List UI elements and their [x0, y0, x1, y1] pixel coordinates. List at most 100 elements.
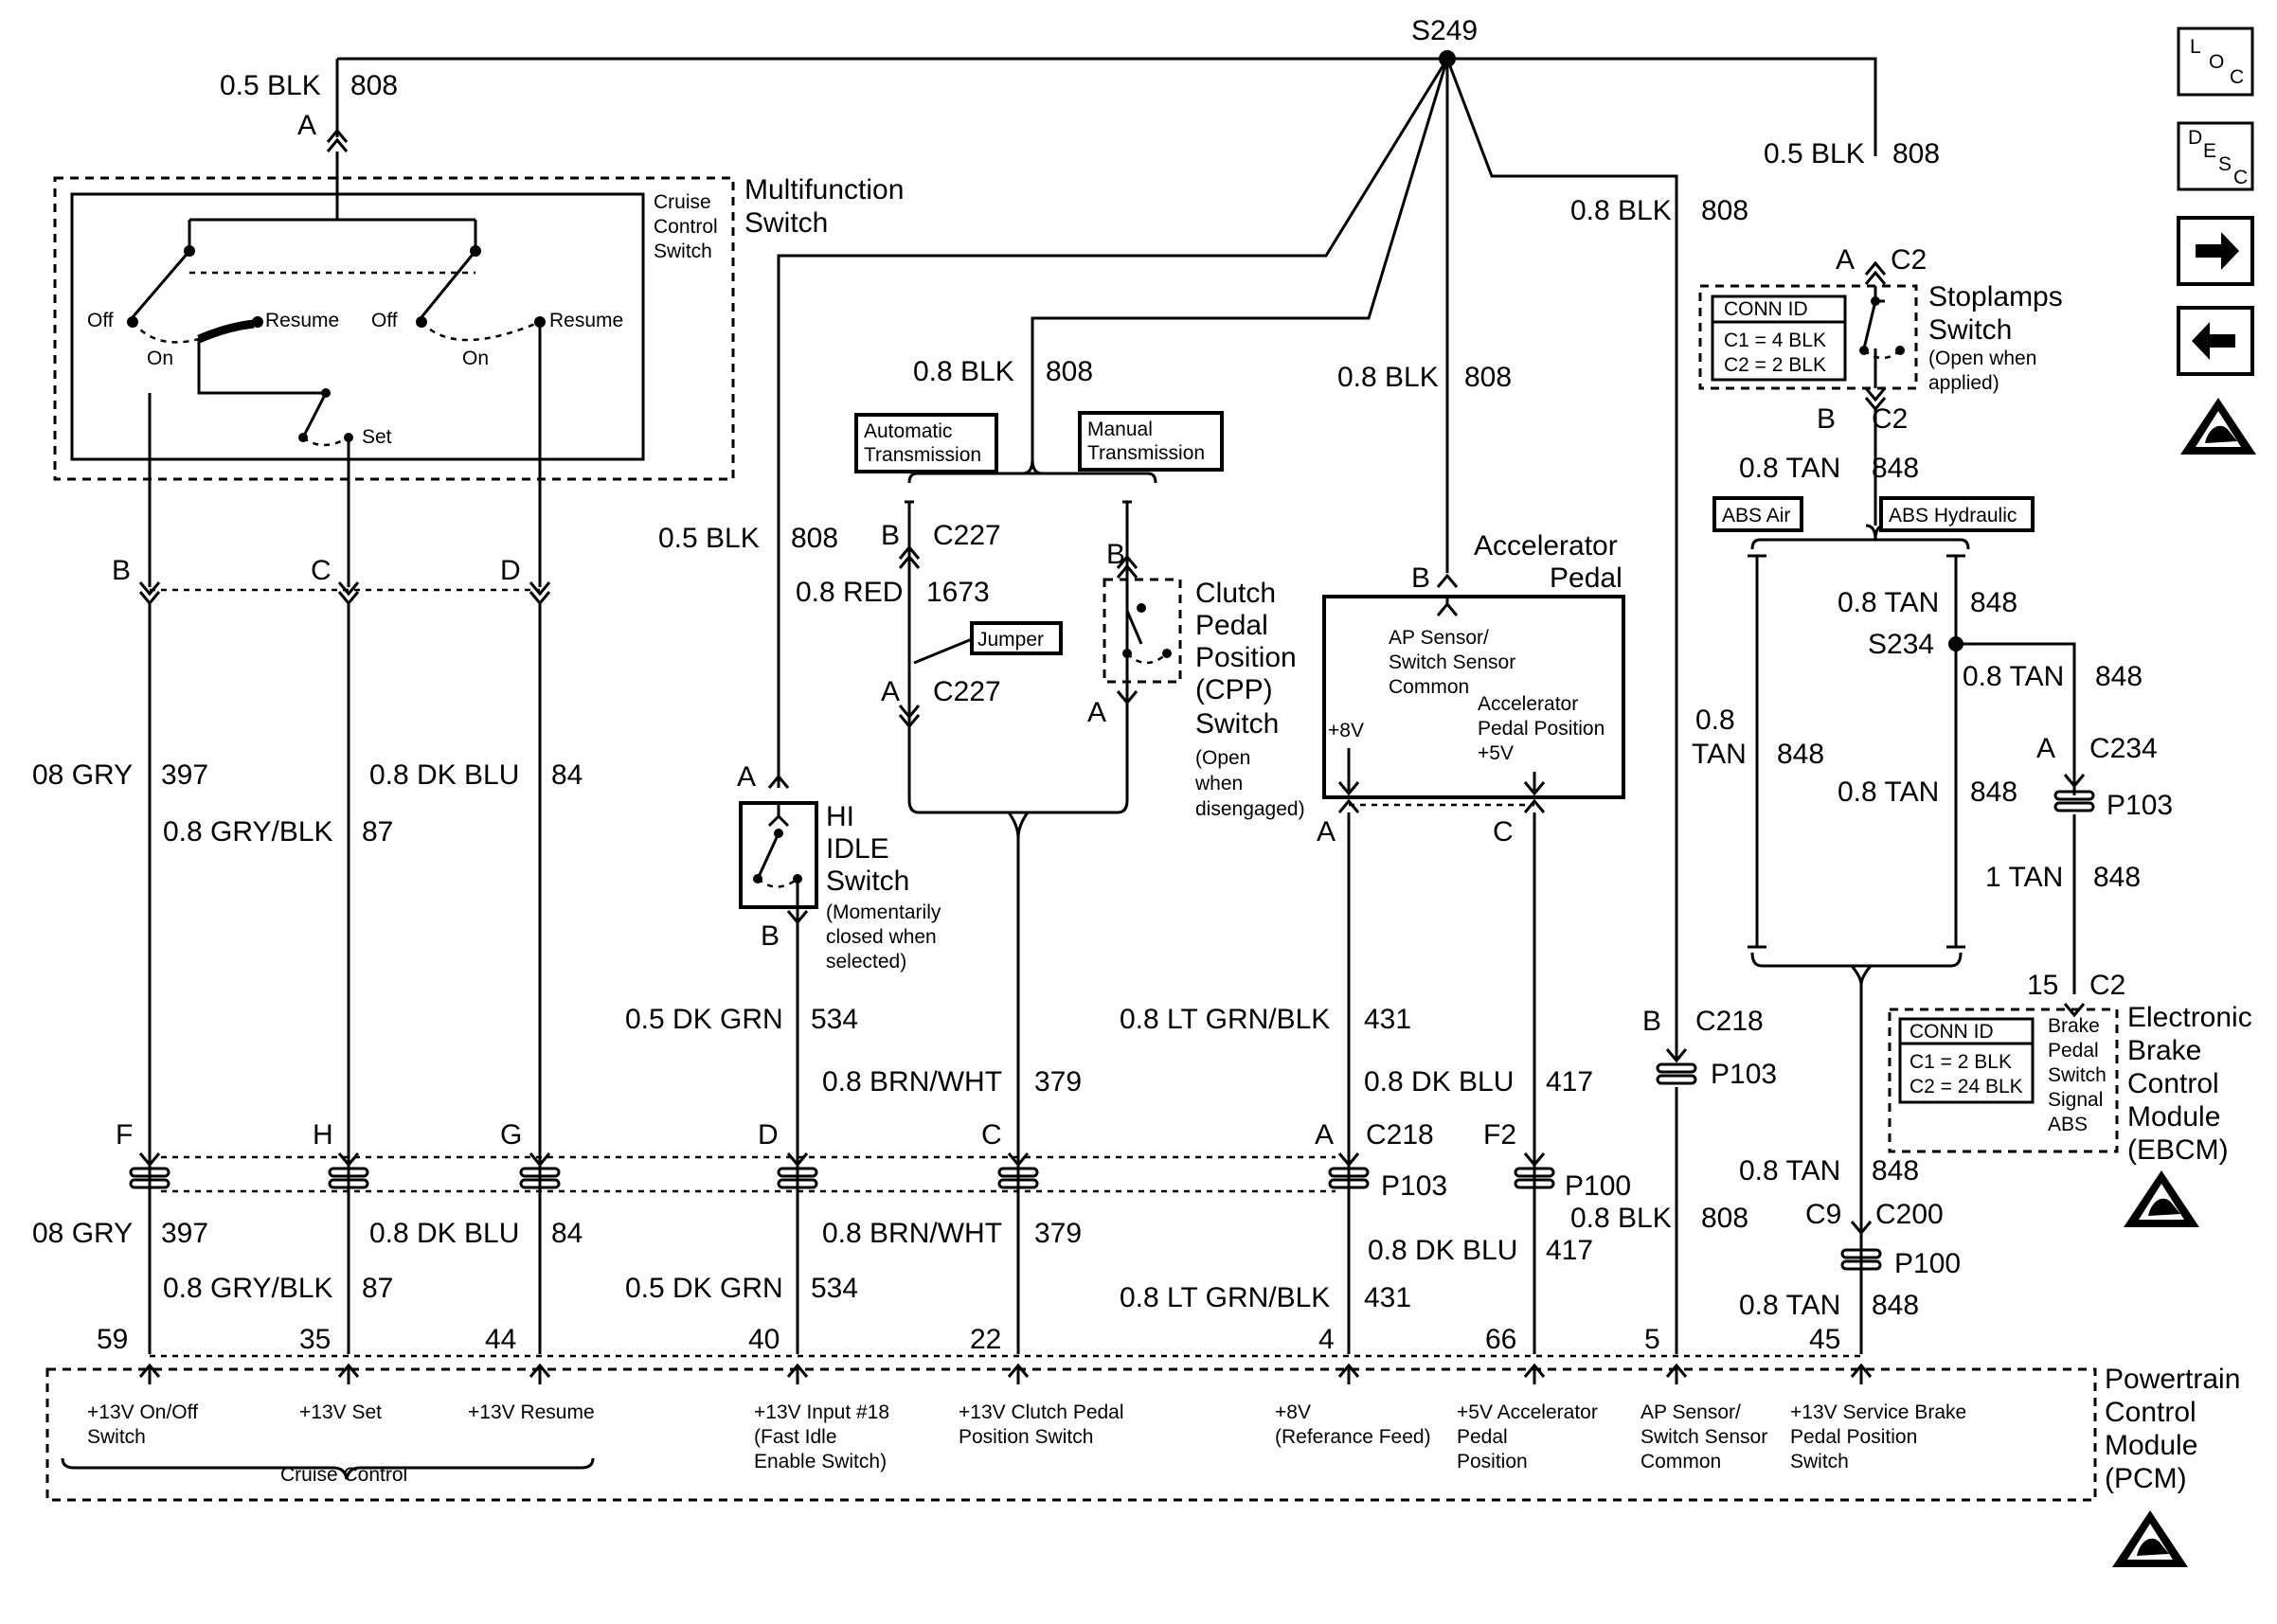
pcm-in-66-1: +5V Accelerator	[1457, 1401, 1598, 1423]
wire-848-abs-right-mid-c: 848	[1970, 776, 2017, 808]
loc-letter-o: O	[2209, 51, 2224, 73]
wire-87-circuit-top: 87	[362, 816, 393, 848]
wire-808-gauge-trans: 0.8 BLK	[913, 356, 1014, 387]
pcm-in-45-3: Switch	[1790, 1451, 1849, 1472]
pcm-in-45-2: Pedal Position	[1790, 1426, 1917, 1448]
prev-arrow-icon[interactable]	[2177, 306, 2254, 376]
wire-534-circuit-bot: 534	[811, 1273, 858, 1304]
pcm-in-40-2: (Fast Idle	[754, 1426, 837, 1448]
wire-808-gauge-hiidle: 0.5 BLK	[658, 523, 760, 554]
wire-848-pcm-c: 848	[1872, 1290, 1919, 1321]
pcm-in-22-2: Position Switch	[959, 1426, 1093, 1448]
wire-848-ebcm-out-g: 0.8 TAN	[1739, 1155, 1840, 1187]
c234-label: C234	[2089, 733, 2158, 764]
ebcm-sig-5: ABS	[2048, 1114, 2088, 1135]
abs-air-box	[1712, 496, 1803, 532]
wire-84-circuit-top: 84	[551, 759, 583, 791]
wire-848-ebcm-in-g: 1 TAN	[1985, 862, 2063, 893]
multifunction-title-1: Multifunction	[744, 174, 904, 205]
stoplamp-c2: C2 = 2 BLK	[1724, 354, 1826, 376]
switch-resume-2: Resume	[549, 310, 623, 331]
cpp-title-2: Pedal	[1195, 610, 1268, 641]
wire-1673-circuit: 1673	[926, 577, 990, 608]
pcm-in-5-2: Switch Sensor	[1641, 1426, 1767, 1448]
f2-label: F2	[1483, 1119, 1516, 1151]
ebcm-title-5: (EBCM)	[2127, 1134, 2229, 1166]
multifunction-title-2: Switch	[744, 207, 828, 239]
ebcm-title-1: Electronic	[2127, 1002, 2252, 1033]
stoplamp-title-1: Stoplamps	[1928, 281, 2063, 312]
cruise-switch-label-1: Cruise	[654, 191, 711, 213]
auto-trans-label-2: Transmission	[864, 444, 981, 466]
esd-warning-icon	[2180, 398, 2256, 455]
accel-pin-b: B	[1411, 562, 1430, 594]
cpp-bot-pin: A	[1087, 697, 1106, 728]
cpp-title-4: (CPP)	[1195, 674, 1273, 705]
wire-848-s234-branch-g: 0.8 TAN	[1963, 661, 2064, 692]
wire-417-circuit-bot: 417	[1546, 1235, 1593, 1266]
wire-848-abs-left-g2: TAN	[1692, 739, 1747, 770]
automatic-transmission-box	[854, 413, 998, 473]
accel-pin-a: A	[1317, 816, 1336, 848]
mf-pin-b: B	[112, 555, 131, 586]
wire-848-ebcm-out-c: 848	[1872, 1155, 1919, 1187]
abs-hydraulic-box	[1879, 496, 2035, 532]
switch-on-2: On	[462, 348, 489, 369]
pcm-outline	[45, 1367, 2097, 1502]
wire-417-gauge-bot: 0.8 DK BLU	[1368, 1235, 1517, 1266]
c218-right-label: C218	[1695, 1006, 1764, 1037]
ebcm-sig-3: Switch	[2048, 1064, 2107, 1086]
p103-abs-label: P103	[2107, 790, 2173, 821]
wire-848-abs-left-g1: 0.8	[1695, 705, 1735, 736]
loc-icon[interactable]: L O C	[2177, 27, 2254, 97]
hi-idle-pin-b: B	[761, 920, 780, 952]
ebcm-sig-2: Pedal	[2048, 1040, 2099, 1062]
ebcm-conn-id: CONN ID	[1909, 1021, 1994, 1043]
stoplamp-conn-id: CONN ID	[1724, 298, 1808, 320]
c227-bot-label: C227	[933, 676, 1001, 707]
wire-848-pcm-g: 0.8 TAN	[1739, 1290, 1840, 1321]
wire-87-gauge-bot: 0.8 GRY/BLK	[163, 1273, 333, 1304]
accel-ap-3: Common	[1389, 676, 1469, 698]
switch-resume-1: Resume	[265, 310, 339, 331]
hi-idle-pin-a: A	[737, 761, 756, 793]
wire-379-circuit-top: 379	[1034, 1066, 1082, 1098]
desc-letter-c: C	[2233, 167, 2248, 188]
next-arrow-icon[interactable]	[2177, 216, 2254, 286]
pcm-in-4-1: +8V	[1275, 1401, 1311, 1423]
desc-letter-e: E	[2203, 140, 2216, 162]
wire-397-circuit-bot: 397	[161, 1218, 208, 1249]
wire-808-gauge-top: 0.5 BLK	[220, 70, 321, 101]
hi-idle-switch-box	[739, 801, 818, 909]
pcm-in-66-3: Position	[1457, 1451, 1528, 1472]
cpp-note-3: disengaged)	[1195, 798, 1305, 820]
wire-808-gauge-center: 0.8 BLK	[1570, 195, 1672, 226]
c218-pin-d: D	[758, 1119, 779, 1151]
c218-pin-c: C	[981, 1119, 1002, 1151]
pcm-pin-66: 66	[1485, 1324, 1516, 1355]
wire-808-circuit-trans: 808	[1046, 356, 1093, 387]
inline-connectors	[129, 1152, 1555, 1189]
wire-417-gauge-top: 0.8 DK BLU	[1364, 1066, 1514, 1098]
desc-letter-d: D	[2188, 127, 2202, 149]
stoplamp-conn-id-box	[1711, 294, 1847, 382]
stoplamp-c1: C1 = 4 BLK	[1724, 330, 1826, 351]
c218-pin-f: F	[116, 1119, 133, 1151]
mf-pin-c: C	[311, 555, 332, 586]
stoplamp-title-2: Switch	[1928, 314, 2012, 346]
desc-icon[interactable]: D E S C	[2177, 121, 2254, 191]
wire-808-gauge-stoplamp: 0.5 BLK	[1764, 138, 1865, 170]
hi-idle-note-3: selected)	[826, 951, 906, 973]
cpp-title-1: Clutch	[1195, 578, 1276, 609]
pcm-title-3: Module	[2105, 1430, 2197, 1461]
cpp-switch-outline	[1103, 578, 1182, 684]
wire-808-circuit-pcm: 808	[1701, 1203, 1748, 1234]
wire-808-gauge-pcm: 0.8 BLK	[1570, 1203, 1672, 1234]
pcm-pin-4: 4	[1318, 1324, 1335, 1355]
pcm-title-4: (PCM)	[2105, 1463, 2187, 1494]
accel-ap-1: AP Sensor/	[1389, 627, 1489, 649]
wire-84-gauge-bot: 0.8 DK BLU	[369, 1218, 519, 1249]
pcm-in-22-1: +13V Clutch Pedal	[959, 1401, 1124, 1423]
wire-417-circuit-top: 417	[1546, 1066, 1593, 1098]
